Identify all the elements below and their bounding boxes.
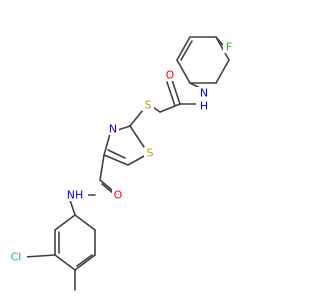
bond-ring-top-3 (176, 59, 191, 84)
bond-ring-b-6 (74, 214, 96, 231)
atom-fluorine: F (223, 41, 235, 54)
bond-ring-b-1 (54, 214, 76, 231)
bond-ring-top-5 (215, 59, 230, 84)
bond-cl (24, 254, 56, 258)
bond-n-c4 (103, 133, 111, 156)
bond-ring-top-2 (176, 36, 191, 61)
atom-thiazole-n-label: N (109, 123, 117, 136)
bond-ch2-s (152, 106, 161, 113)
atom-thiazole-s: S (144, 147, 156, 160)
atom-amide-bottom-o: O (112, 189, 124, 202)
atom-amide-top-o: O (164, 69, 176, 82)
atom-amide-top-o-label: O (166, 69, 175, 82)
atom-amide-bottom-nh-label: NH (67, 189, 84, 202)
atom-amide-top-h-label: H (200, 100, 208, 113)
atom-chlorine: Cl (5, 251, 27, 264)
bond-nh-ring (69, 199, 76, 216)
bond-ring-b-double-2 (76, 254, 93, 267)
bond-ring-top-6 (215, 36, 230, 61)
bond-co-top-2 (166, 81, 176, 107)
atom-amide-bottom-nh: NH (62, 189, 88, 202)
bond-layer (24, 36, 230, 291)
atom-thioether-s: S (142, 99, 154, 112)
bond-c4-c5 (103, 154, 129, 166)
bond-co-top-1 (171, 79, 181, 105)
atom-thioether-s-label: S (145, 99, 152, 112)
bond-thiazole-double (107, 149, 126, 159)
atom-amide-top-nh: N H (196, 87, 212, 113)
bond-c4-ch2 (99, 154, 105, 181)
atom-thiazole-n: N (107, 123, 119, 136)
bond-ch2-co (99, 179, 113, 191)
bond-ring-b-4 (74, 254, 96, 271)
atom-chlorine-label: Cl (11, 251, 22, 264)
bond-c2-n (117, 125, 131, 131)
bond-c2-s (129, 125, 147, 151)
atom-amide-bottom-o-label: O (114, 189, 123, 202)
atom-amide-top-n-label: N (200, 87, 208, 100)
bond-ring-top-double (180, 40, 193, 61)
molecule-structure: F N H O S N S NH O (5, 36, 235, 291)
atom-thiazole-s-label: S (147, 147, 154, 160)
bond-ring-b-3 (54, 254, 76, 271)
atom-fluorine-label: F (226, 41, 232, 54)
atom-label-layer: F N H O S N S NH O (5, 41, 235, 264)
bond-s-c2 (129, 109, 144, 127)
bond-c-ch2 (159, 103, 181, 113)
bond-c5-s (127, 154, 147, 166)
